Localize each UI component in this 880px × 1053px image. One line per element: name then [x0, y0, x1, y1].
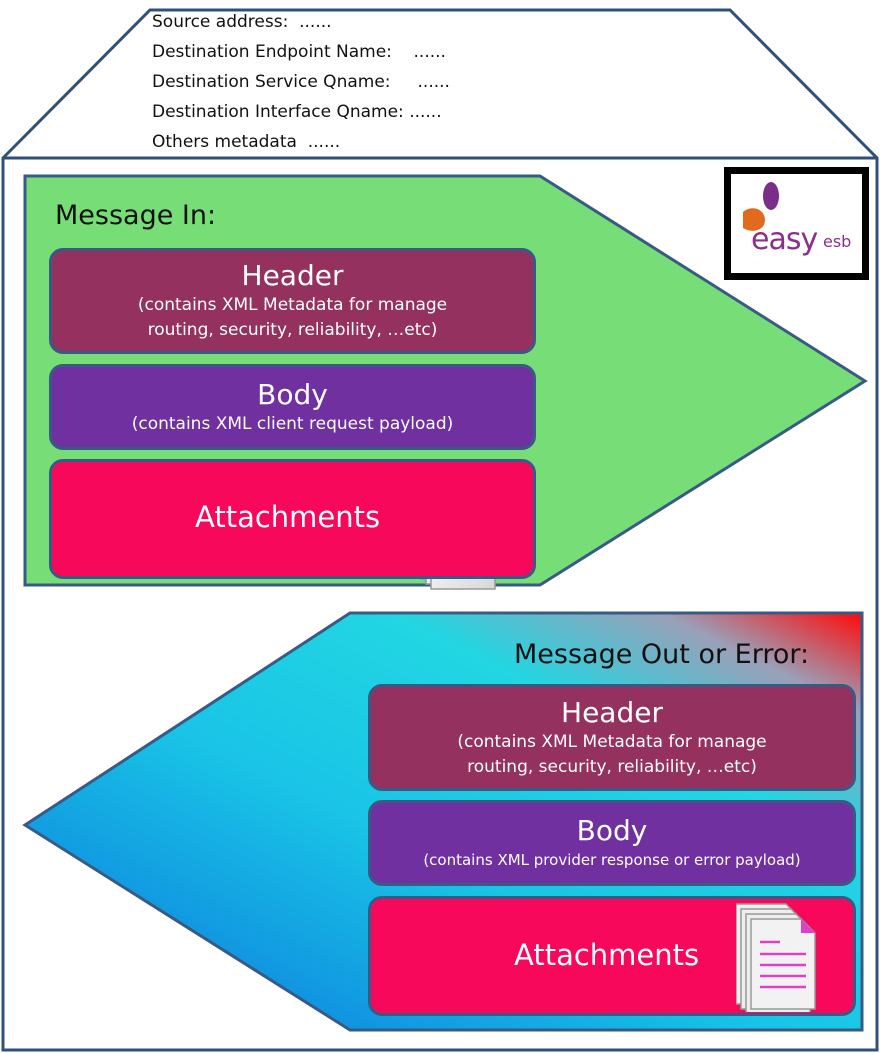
- logo-text: easy: [751, 222, 818, 257]
- metadata-others: Others metadata ......: [152, 132, 341, 152]
- metadata-source-address: Source address: ......: [152, 12, 332, 32]
- message-in-attachments: [49, 459, 536, 579]
- body-title: Body: [257, 377, 328, 411]
- document-stack-icon: [736, 903, 816, 1012]
- message-in-body: Body (contains XML client request payloa…: [49, 364, 536, 450]
- message-out-body: Body (contains XML provider response or …: [368, 800, 856, 886]
- header-description-line1: (contains XML Metadata for manage: [137, 295, 448, 315]
- header-description-line2: routing, security, reliability, …etc): [467, 756, 757, 777]
- header-description-line2: routing, security, reliability, …etc): [147, 320, 438, 340]
- header-description-line1: (contains XML Metadata for manage: [457, 731, 767, 752]
- attachments-label: Attachments: [195, 500, 381, 534]
- body-description: (contains XML client request payload): [131, 413, 454, 434]
- message-in-title: Message In:: [55, 200, 217, 231]
- easyesb-logo: easy esb: [724, 167, 869, 280]
- header-title: Header: [241, 259, 344, 292]
- message-out-title: Message Out or Error:: [514, 639, 810, 670]
- metadata-destination-interface: Destination Interface Qname: ......: [152, 102, 442, 122]
- metadata-destination-service: Destination Service Qname: ......: [152, 72, 450, 92]
- message-out-header: Header (contains XML Metadata for manage…: [368, 684, 856, 791]
- header-title: Header: [561, 695, 663, 729]
- metadata-destination-endpoint: Destination Endpoint Name: ......: [152, 42, 446, 62]
- attachments-label: Attachments: [514, 938, 700, 972]
- body-title: Body: [576, 813, 648, 847]
- logo-subtext: esb: [823, 232, 852, 251]
- body-description: (contains XML provider response or error…: [423, 850, 801, 869]
- message-in-header: Header (contains XML Metadata for manage…: [49, 248, 536, 354]
- logo-mark-icon: [743, 182, 779, 231]
